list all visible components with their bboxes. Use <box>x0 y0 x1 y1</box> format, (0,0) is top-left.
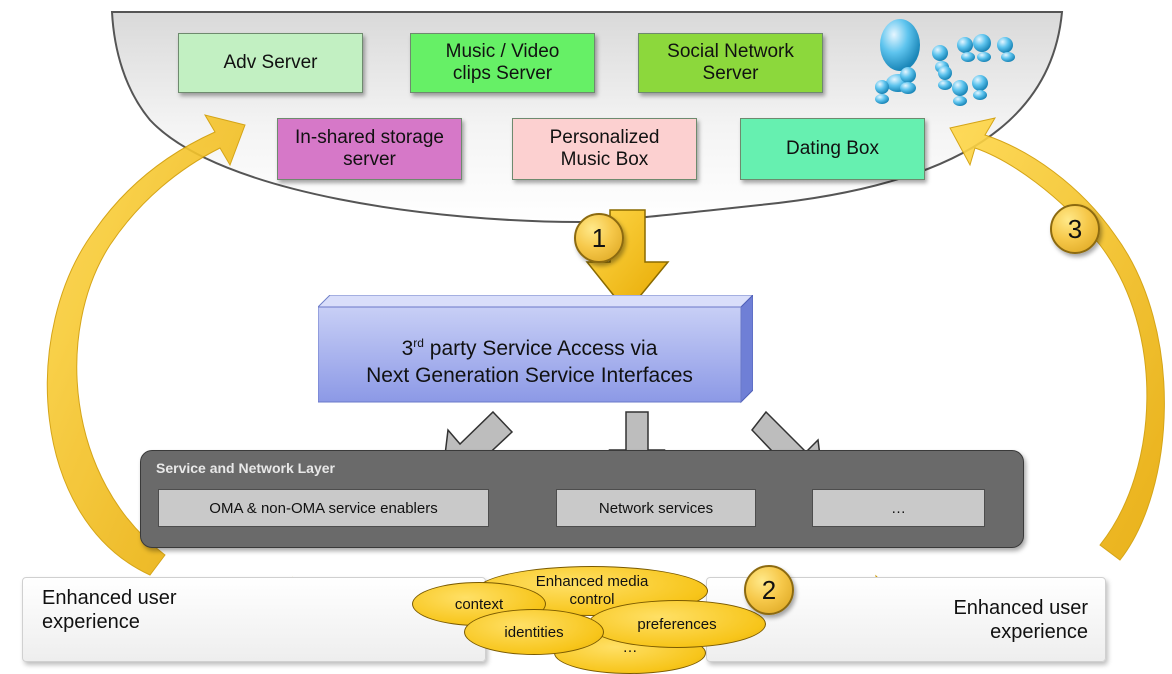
personalized-music-box: Personalized Music Box <box>512 118 697 180</box>
down-arrow-1 <box>585 209 670 314</box>
adv-server-box: Adv Server <box>178 33 363 93</box>
personalized-music-label: Personalized Music Box <box>549 127 660 170</box>
service-access-line2: Next Generation Service Interfaces <box>366 364 693 387</box>
dating-box: Dating Box <box>740 118 925 180</box>
right-curved-arrow <box>949 117 1165 561</box>
adv-server-label: Adv Server <box>223 52 318 73</box>
layer-item-more: … <box>812 489 985 527</box>
user-experience-right-text: Enhanced user experience <box>953 597 1088 643</box>
music-video-server-label: Music / Video clips Server <box>445 41 560 84</box>
people-community-icon <box>875 19 1015 106</box>
dating-box-label: Dating Box <box>786 138 879 159</box>
step-badge-1: 1 <box>574 213 624 263</box>
social-network-server-box: Social Network Server <box>638 33 823 93</box>
in-shared-storage-box: In-shared storage server <box>277 118 462 180</box>
service-access-line1: 3rd party Service Access via <box>401 336 658 360</box>
step-badge-3: 3 <box>1050 204 1100 254</box>
left-curved-arrow <box>46 114 246 576</box>
service-access-text: 3rd party Service Access via Next Genera… <box>318 330 741 389</box>
layer-item-network-services: Network services <box>556 489 756 527</box>
layer-title: Service and Network Layer <box>156 460 335 476</box>
social-network-server-label: Social Network Server <box>667 41 794 84</box>
ellipse-identities: identities <box>464 609 604 655</box>
step-badge-2: 2 <box>744 565 794 615</box>
music-video-server-box: Music / Video clips Server <box>410 33 595 93</box>
ellipse-preferences: preferences <box>588 600 766 648</box>
in-shared-storage-label: In-shared storage server <box>295 127 444 170</box>
layer-item-enablers: OMA & non-OMA service enablers <box>158 489 489 527</box>
user-experience-left-box <box>22 577 486 662</box>
user-experience-left-text: Enhanced user experience <box>42 587 177 633</box>
service-access-box <box>318 295 753 404</box>
